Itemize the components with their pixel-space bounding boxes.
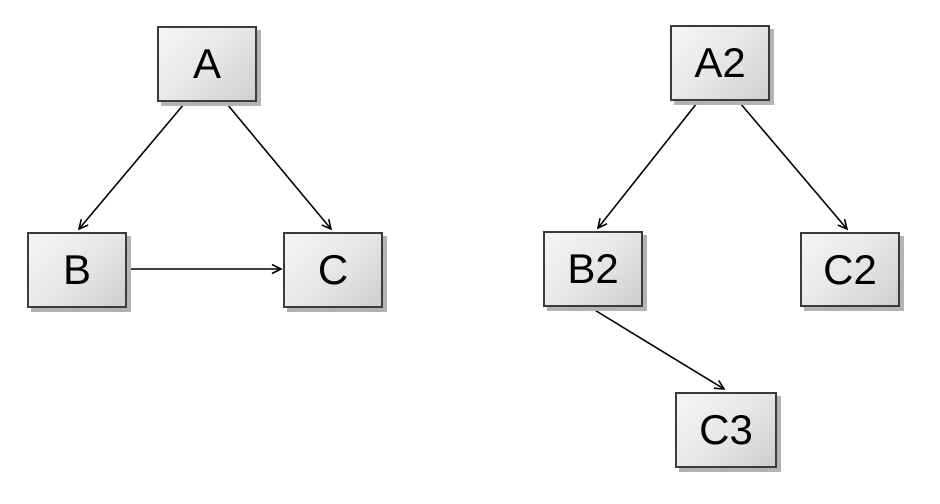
- node-C3[interactable]: C3: [675, 392, 777, 468]
- node-label: B2: [567, 245, 619, 292]
- node-A2[interactable]: A2: [670, 25, 770, 101]
- node-label: C: [317, 246, 349, 293]
- edge-A2-to-B2[interactable]: [598, 102, 698, 228]
- node-C2[interactable]: C2: [800, 232, 900, 307]
- edge-A2-to-C2[interactable]: [739, 102, 847, 229]
- node-label: C3: [699, 406, 753, 453]
- node-A[interactable]: A: [157, 26, 257, 102]
- edge-B2-to-C3[interactable]: [592, 308, 724, 389]
- edge-A-to-C[interactable]: [226, 103, 331, 229]
- node-label: B: [62, 246, 91, 293]
- node-label: C2: [823, 245, 877, 293]
- node-B[interactable]: B: [27, 232, 127, 308]
- node-label: A2: [694, 39, 746, 86]
- edge-A-to-B[interactable]: [79, 103, 185, 229]
- node-label: A: [192, 40, 221, 87]
- node-C[interactable]: C: [283, 232, 383, 308]
- node-B2[interactable]: B2: [543, 231, 643, 307]
